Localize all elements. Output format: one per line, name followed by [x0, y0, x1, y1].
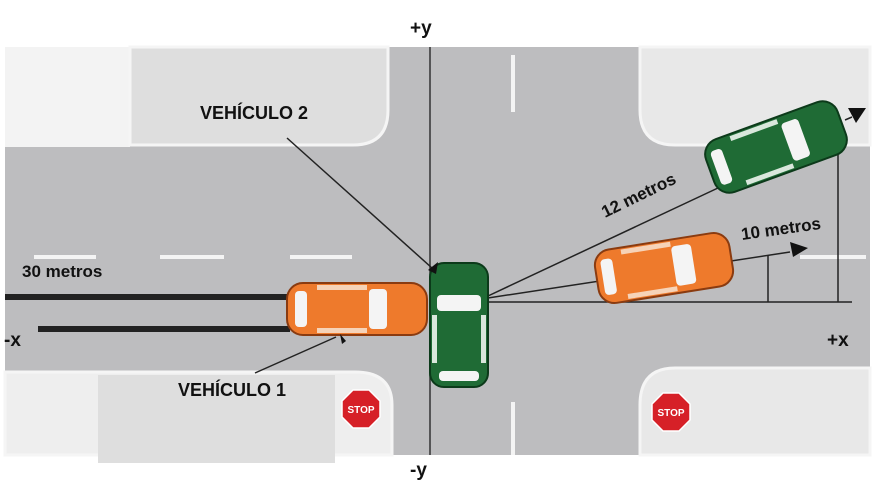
skid-distance-label: 30 metros: [22, 262, 102, 281]
block-top-left: [128, 45, 390, 147]
vehicle-2-after: [704, 100, 848, 194]
axis-plus-y: +y: [410, 18, 432, 39]
vehicle-1-label: VEHÍCULO 1: [178, 379, 286, 400]
axis-plus-x: +x: [827, 330, 849, 351]
stop-sign-icon: STOP: [341, 389, 381, 429]
stop-sign-icon: STOP: [651, 392, 691, 432]
arrow-head-icon: [790, 242, 808, 257]
svg-text:STOP: STOP: [657, 408, 684, 419]
vehicle-2-trajectory: [487, 179, 736, 297]
axis-minus-x: -x: [4, 330, 21, 351]
vehicle-2-leader-line: [286, 137, 433, 269]
block-bottom-left: [98, 375, 335, 463]
svg-text:STOP: STOP: [347, 405, 374, 416]
vehicle-1-after: [593, 232, 735, 304]
vehicle-1-leader-line: [254, 336, 337, 374]
axis-minus-y: -y: [410, 460, 427, 481]
vehicle-1-before: [286, 282, 428, 336]
vehicle-2-before: [429, 262, 489, 388]
sidewalk-top-left: [5, 47, 130, 147]
arrow-head-icon: [848, 108, 866, 123]
block-bottom-right: [638, 366, 872, 457]
lane-markings: [34, 55, 866, 455]
vehicle-2-label: VEHÍCULO 2: [200, 102, 308, 123]
